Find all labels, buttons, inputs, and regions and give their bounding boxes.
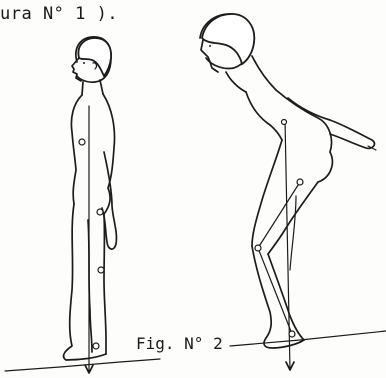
ground-line-right <box>230 331 386 346</box>
ground-line-left <box>5 359 160 371</box>
figure-caption: Fig. N° 2 <box>136 334 223 353</box>
crouching-figure <box>200 14 376 370</box>
standing-figure <box>64 37 117 373</box>
